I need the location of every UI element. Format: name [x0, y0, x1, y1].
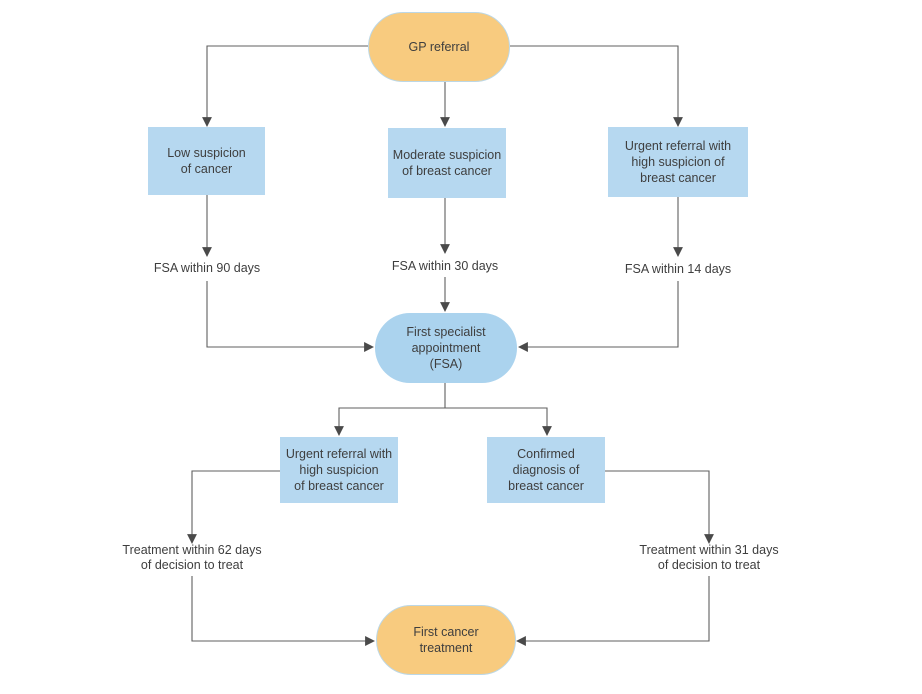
connector-gp-to-low — [202, 45, 368, 127]
connector-fsa-to-urgent-bottom — [334, 407, 445, 436]
connector-label31-to-treatment — [516, 576, 710, 646]
connector-gp-to-urgent — [510, 45, 683, 127]
edge-label-treatment-31-days: Treatment within 31 days of decision to … — [639, 543, 779, 572]
node-urgent-referral-bottom: Urgent referral with high suspicion of b… — [280, 437, 398, 503]
node-urgent-referral-top: Urgent referral with high suspicion of b… — [608, 127, 748, 197]
connector-urgent-bottom-to-label62 — [187, 470, 280, 544]
connector-fsa-to-confirmed — [445, 407, 552, 436]
connector-label62-to-treatment — [191, 576, 375, 646]
node-moderate-suspicion: Moderate suspicion of breast cancer — [388, 128, 506, 198]
node-confirmed-diagnosis: Confirmed diagnosis of breast cancer — [487, 437, 605, 503]
connector-label90-to-fsa — [206, 281, 374, 352]
connector-confirmed-to-label31 — [605, 470, 714, 544]
edge-label-fsa-14-days: FSA within 14 days — [624, 262, 732, 276]
node-low-suspicion: Low suspicion of cancer — [148, 127, 265, 195]
node-gp-referral: GP referral — [368, 12, 510, 82]
edge-label-fsa-90-days: FSA within 90 days — [153, 261, 261, 275]
edge-label-fsa-30-days: FSA within 30 days — [391, 259, 499, 273]
node-first-specialist-appointment: First specialist appointment (FSA) — [375, 313, 517, 383]
node-first-cancer-treatment: First cancer treatment — [376, 605, 516, 675]
edge-label-treatment-62-days: Treatment within 62 days of decision to … — [122, 543, 262, 572]
connector-label14-to-fsa — [518, 281, 679, 352]
